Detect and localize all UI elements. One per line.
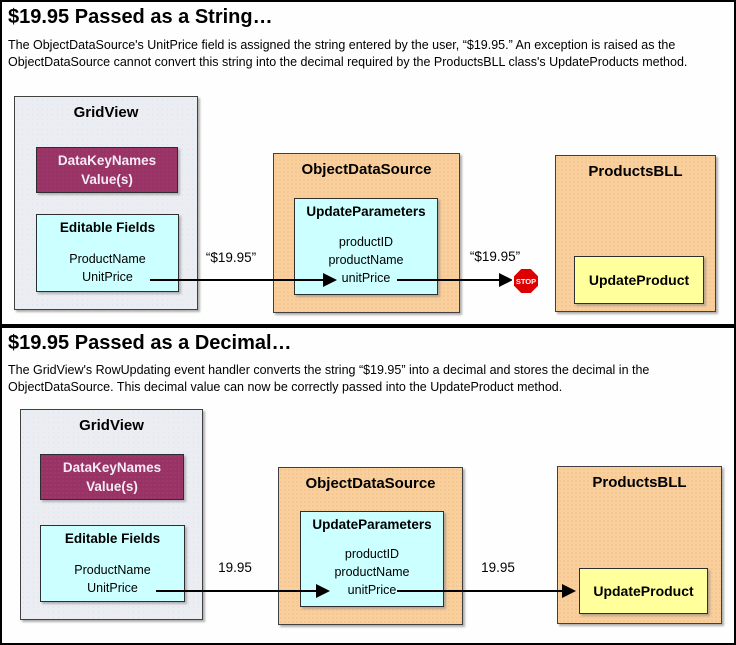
gridview-box: GridView DataKeyNames Value(s) Editable …: [14, 96, 198, 310]
panel-string-description: The ObjectDataSource's UnitPrice field i…: [8, 38, 688, 69]
productsbll-title: ProductsBLL: [588, 163, 683, 180]
panel-string-title: $19.95 Passed as a String…: [8, 6, 273, 28]
panel-decimal-description: The GridView's RowUpdating event handler…: [8, 363, 650, 394]
datakeynames-line2: Value(s): [86, 479, 138, 494]
objectdatasource-box-2: ObjectDataSource UpdateParameters produc…: [278, 467, 463, 625]
field-unitprice: UnitPrice: [82, 270, 133, 284]
editable-fields-box: Editable Fields ProductName UnitPrice: [36, 214, 179, 292]
productsbll-box: ProductsBLL UpdateProduct: [555, 155, 716, 312]
updateproduct-box: UpdateProduct: [574, 256, 704, 304]
arrow2-value-label: “$19.95”: [469, 249, 521, 264]
datakeynames-box: DataKeyNames Value(s): [36, 147, 178, 193]
field-unitprice: UnitPrice: [87, 581, 138, 595]
param-unitprice: unitPrice: [347, 583, 397, 597]
objectdatasource-title-2: ObjectDataSource: [305, 475, 436, 492]
arrowhead-ods-to-stop: [499, 273, 513, 287]
field-productname: ProductName: [69, 252, 146, 266]
param-productname: productName: [334, 565, 410, 579]
arrow-ods-to-stop: [397, 279, 500, 281]
editable-fields-title: Editable Fields: [59, 220, 156, 235]
panel-decimal-title: $19.95 Passed as a Decimal…: [8, 332, 292, 354]
param-productname: productName: [328, 253, 404, 267]
updateparameters-list: productID productName unitPrice: [295, 233, 437, 287]
updateproduct-box-2: UpdateProduct: [579, 568, 708, 614]
arrow-gridview-to-ods: [150, 279, 323, 281]
arrow1-value-label: “$19.95”: [205, 250, 257, 265]
arrowhead-gridview-to-ods: [323, 273, 337, 287]
datakeynames-line1: DataKeyNames: [62, 460, 162, 475]
param-productid: productID: [338, 235, 394, 249]
arrow1-value-label-2: 19.95: [218, 560, 252, 575]
datakeynames-line2: Value(s): [81, 172, 133, 187]
objectdatasource-title: ObjectDataSource: [301, 161, 432, 178]
stop-icon-label: STOP: [514, 269, 538, 293]
updateparameters-title-2: UpdateParameters: [312, 517, 432, 532]
editable-fields-list: ProductName UnitPrice: [37, 250, 178, 286]
updateparameters-title: UpdateParameters: [306, 204, 426, 219]
objectdatasource-box: ObjectDataSource UpdateParameters produc…: [273, 153, 460, 313]
editable-fields-list-2: ProductName UnitPrice: [41, 561, 184, 597]
datakeynames-box-2: DataKeyNames Value(s): [40, 454, 184, 500]
productsbll-box-2: ProductsBLL UpdateProduct: [557, 466, 722, 624]
param-unitprice: unitPrice: [341, 271, 391, 285]
gridview-title: GridView: [73, 104, 139, 121]
arrowhead-gridview-to-ods-2: [316, 584, 330, 598]
datakeynames-line1: DataKeyNames: [57, 153, 157, 168]
editable-fields-box-2: Editable Fields ProductName UnitPrice: [40, 525, 185, 602]
arrow-ods-to-bll-2: [397, 590, 564, 592]
updateparameters-box: UpdateParameters productID productName u…: [294, 198, 438, 295]
arrow-gridview-to-ods-2: [156, 590, 318, 592]
field-productname: ProductName: [74, 563, 151, 577]
arrow2-value-label-2: 19.95: [481, 560, 515, 575]
editable-fields-title-2: Editable Fields: [64, 531, 161, 546]
gridview-box-2: GridView DataKeyNames Value(s) Editable …: [20, 409, 203, 620]
productsbll-title-2: ProductsBLL: [592, 474, 687, 491]
updateparameters-list-2: productID productName unitPrice: [301, 545, 443, 599]
gridview-title-2: GridView: [79, 417, 144, 434]
stop-icon: STOP: [512, 267, 540, 295]
param-productid: productID: [344, 547, 400, 561]
arrowhead-ods-to-bll-2: [562, 584, 576, 598]
